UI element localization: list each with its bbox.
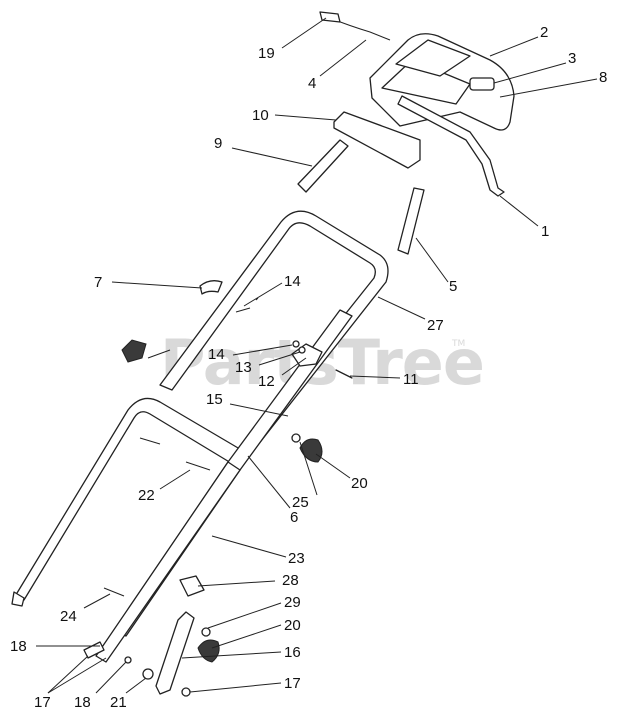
callout-22: 22 bbox=[138, 487, 155, 504]
control-bail bbox=[397, 95, 505, 197]
callout-1: 1 bbox=[541, 223, 549, 240]
callout-2: 2 bbox=[540, 24, 548, 41]
callout-21: 21 bbox=[110, 694, 127, 711]
callout-23: 23 bbox=[288, 550, 305, 567]
callout-5: 5 bbox=[449, 278, 457, 295]
callout-4: 4 bbox=[308, 75, 316, 92]
callout-24: 24 bbox=[60, 608, 77, 625]
callout-27: 27 bbox=[427, 317, 444, 334]
callout-14-upper: 14 bbox=[284, 273, 301, 290]
callout-10: 10 bbox=[252, 107, 269, 124]
callout-15: 15 bbox=[206, 391, 223, 408]
callout-20-lower: 20 bbox=[284, 617, 301, 634]
callout-3: 3 bbox=[568, 50, 576, 67]
callout-7: 7 bbox=[94, 274, 102, 291]
callout-numbers: 2 3 8 19 4 10 9 1 5 7 14 27 14 13 12 11 … bbox=[10, 24, 607, 711]
leader-lines bbox=[36, 17, 598, 694]
callout-17-right: 17 bbox=[284, 675, 301, 692]
callout-11: 11 bbox=[403, 371, 419, 388]
callout-8: 8 bbox=[599, 69, 607, 86]
cable-conduit bbox=[95, 309, 353, 663]
callout-6: 6 bbox=[290, 509, 298, 526]
height-lever bbox=[155, 611, 195, 695]
control-cable bbox=[319, 11, 391, 41]
cable-clip-5 bbox=[397, 187, 425, 255]
callout-13: 13 bbox=[235, 359, 252, 376]
callout-17-left: 17 bbox=[34, 694, 51, 711]
handle-knob-left bbox=[121, 339, 147, 363]
callout-18-bottom: 18 bbox=[74, 694, 91, 711]
callout-20-upper: 20 bbox=[351, 475, 368, 492]
watermark-trademark: TM bbox=[451, 339, 465, 349]
callout-29: 29 bbox=[284, 594, 301, 611]
cable-clip-9 bbox=[297, 139, 349, 193]
callout-28: 28 bbox=[282, 572, 299, 589]
callout-18-left: 18 bbox=[10, 638, 27, 655]
callout-25: 25 bbox=[292, 494, 309, 511]
handle-knob-20 bbox=[299, 438, 323, 463]
cable-guide bbox=[199, 280, 223, 295]
handle-knob-20-lower bbox=[197, 639, 220, 663]
callout-16: 16 bbox=[284, 644, 301, 661]
callout-19: 19 bbox=[258, 45, 275, 62]
callout-12: 12 bbox=[258, 373, 275, 390]
callout-14-lower: 14 bbox=[208, 346, 225, 363]
callout-9: 9 bbox=[214, 135, 222, 152]
control-box bbox=[369, 33, 515, 131]
spacer bbox=[179, 575, 205, 597]
cover-plate bbox=[333, 111, 421, 169]
